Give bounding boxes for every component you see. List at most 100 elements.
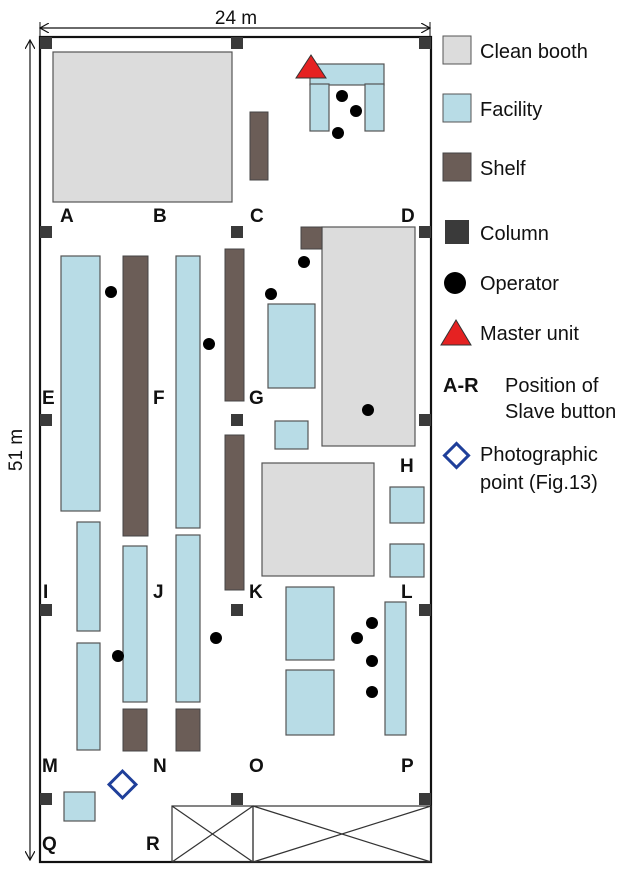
facility [267,303,316,389]
legend-operator-label: Operator [480,273,559,295]
column [419,414,431,426]
position-label: P [401,756,414,777]
facilities [60,63,425,822]
facility [175,534,201,703]
column [231,414,243,426]
facility [76,642,101,751]
facility [76,521,101,632]
operator [203,338,215,350]
columns [40,37,431,805]
position-label: F [153,388,165,409]
position-label: G [249,388,264,409]
legend-facility-swatch [442,93,472,123]
operator [265,288,277,300]
photo-point-icon [106,768,139,801]
legend-master-unit-icon [440,319,472,346]
position-label: H [400,456,414,477]
facility [364,83,385,132]
operator [210,632,222,644]
column [419,37,431,49]
shelf [249,111,269,181]
position-labels: A B C D E F G H I J K L M N O P Q R [42,206,415,855]
column [231,226,243,238]
position-label: A [60,206,74,227]
shelves [122,111,323,752]
legend-photo-line2: point (Fig.13) [480,472,598,494]
shelf [122,708,148,752]
position-label: K [249,582,263,603]
operators [105,90,378,698]
legend-shelf-label: Shelf [480,158,526,180]
legend-photo-point-icon [442,441,471,470]
height-label: 51 m [6,429,27,471]
clean-booths [52,51,416,577]
legend-clean-booth-swatch [442,35,472,65]
column [231,604,243,616]
legend-slave-line1: Position of [505,375,599,397]
width-label: 24 m [215,8,257,29]
column [231,793,243,805]
facility [285,586,335,661]
legend: Clean booth Facility Shelf Column Operat… [440,35,616,494]
shelf [224,248,245,402]
legend-column-swatch [445,220,469,244]
position-label: M [42,756,58,777]
column [40,37,52,49]
operator [366,655,378,667]
position-label: Q [42,834,57,855]
legend-operator-icon [444,272,466,294]
operator [105,286,117,298]
column [40,226,52,238]
column [40,604,52,616]
shelf [224,434,245,591]
position-label: J [153,582,164,603]
position-label: I [43,582,48,603]
operator [362,404,374,416]
legend-slave-key: A-R [443,375,479,397]
facility [285,669,335,736]
master-unit-icon [295,54,327,79]
position-label: R [146,834,160,855]
legend-shelf-swatch [442,152,472,182]
facility [60,255,101,512]
column [40,793,52,805]
operator [351,632,363,644]
operator [112,650,124,662]
position-label: C [250,206,264,227]
position-label: N [153,756,167,777]
facility [175,255,201,529]
column [419,226,431,238]
facility [63,791,96,822]
facility [274,420,309,450]
legend-facility-label: Facility [480,99,542,121]
legend-slave-line2: Slave button [505,401,616,423]
position-label: O [249,756,264,777]
column [231,37,243,49]
facility [122,545,148,703]
facility [384,601,407,736]
operator [366,686,378,698]
legend-column-label: Column [480,223,549,245]
facility [389,543,425,578]
column [419,604,431,616]
position-label: D [401,206,415,227]
height-dimension: 51 m [6,40,30,860]
column [419,793,431,805]
column [40,414,52,426]
operator [366,617,378,629]
shelf [122,255,149,537]
position-label: B [153,206,167,227]
operator [332,127,344,139]
shelf [175,708,201,752]
shelf [300,226,323,250]
clean-booth [52,51,233,203]
legend-photo-line1: Photographic [480,444,598,466]
crossed-box [252,805,432,863]
position-label: L [401,582,413,603]
operator [350,105,362,117]
operator [298,256,310,268]
facility [389,486,425,524]
position-label: E [42,388,55,409]
legend-master-unit-label: Master unit [480,323,579,345]
